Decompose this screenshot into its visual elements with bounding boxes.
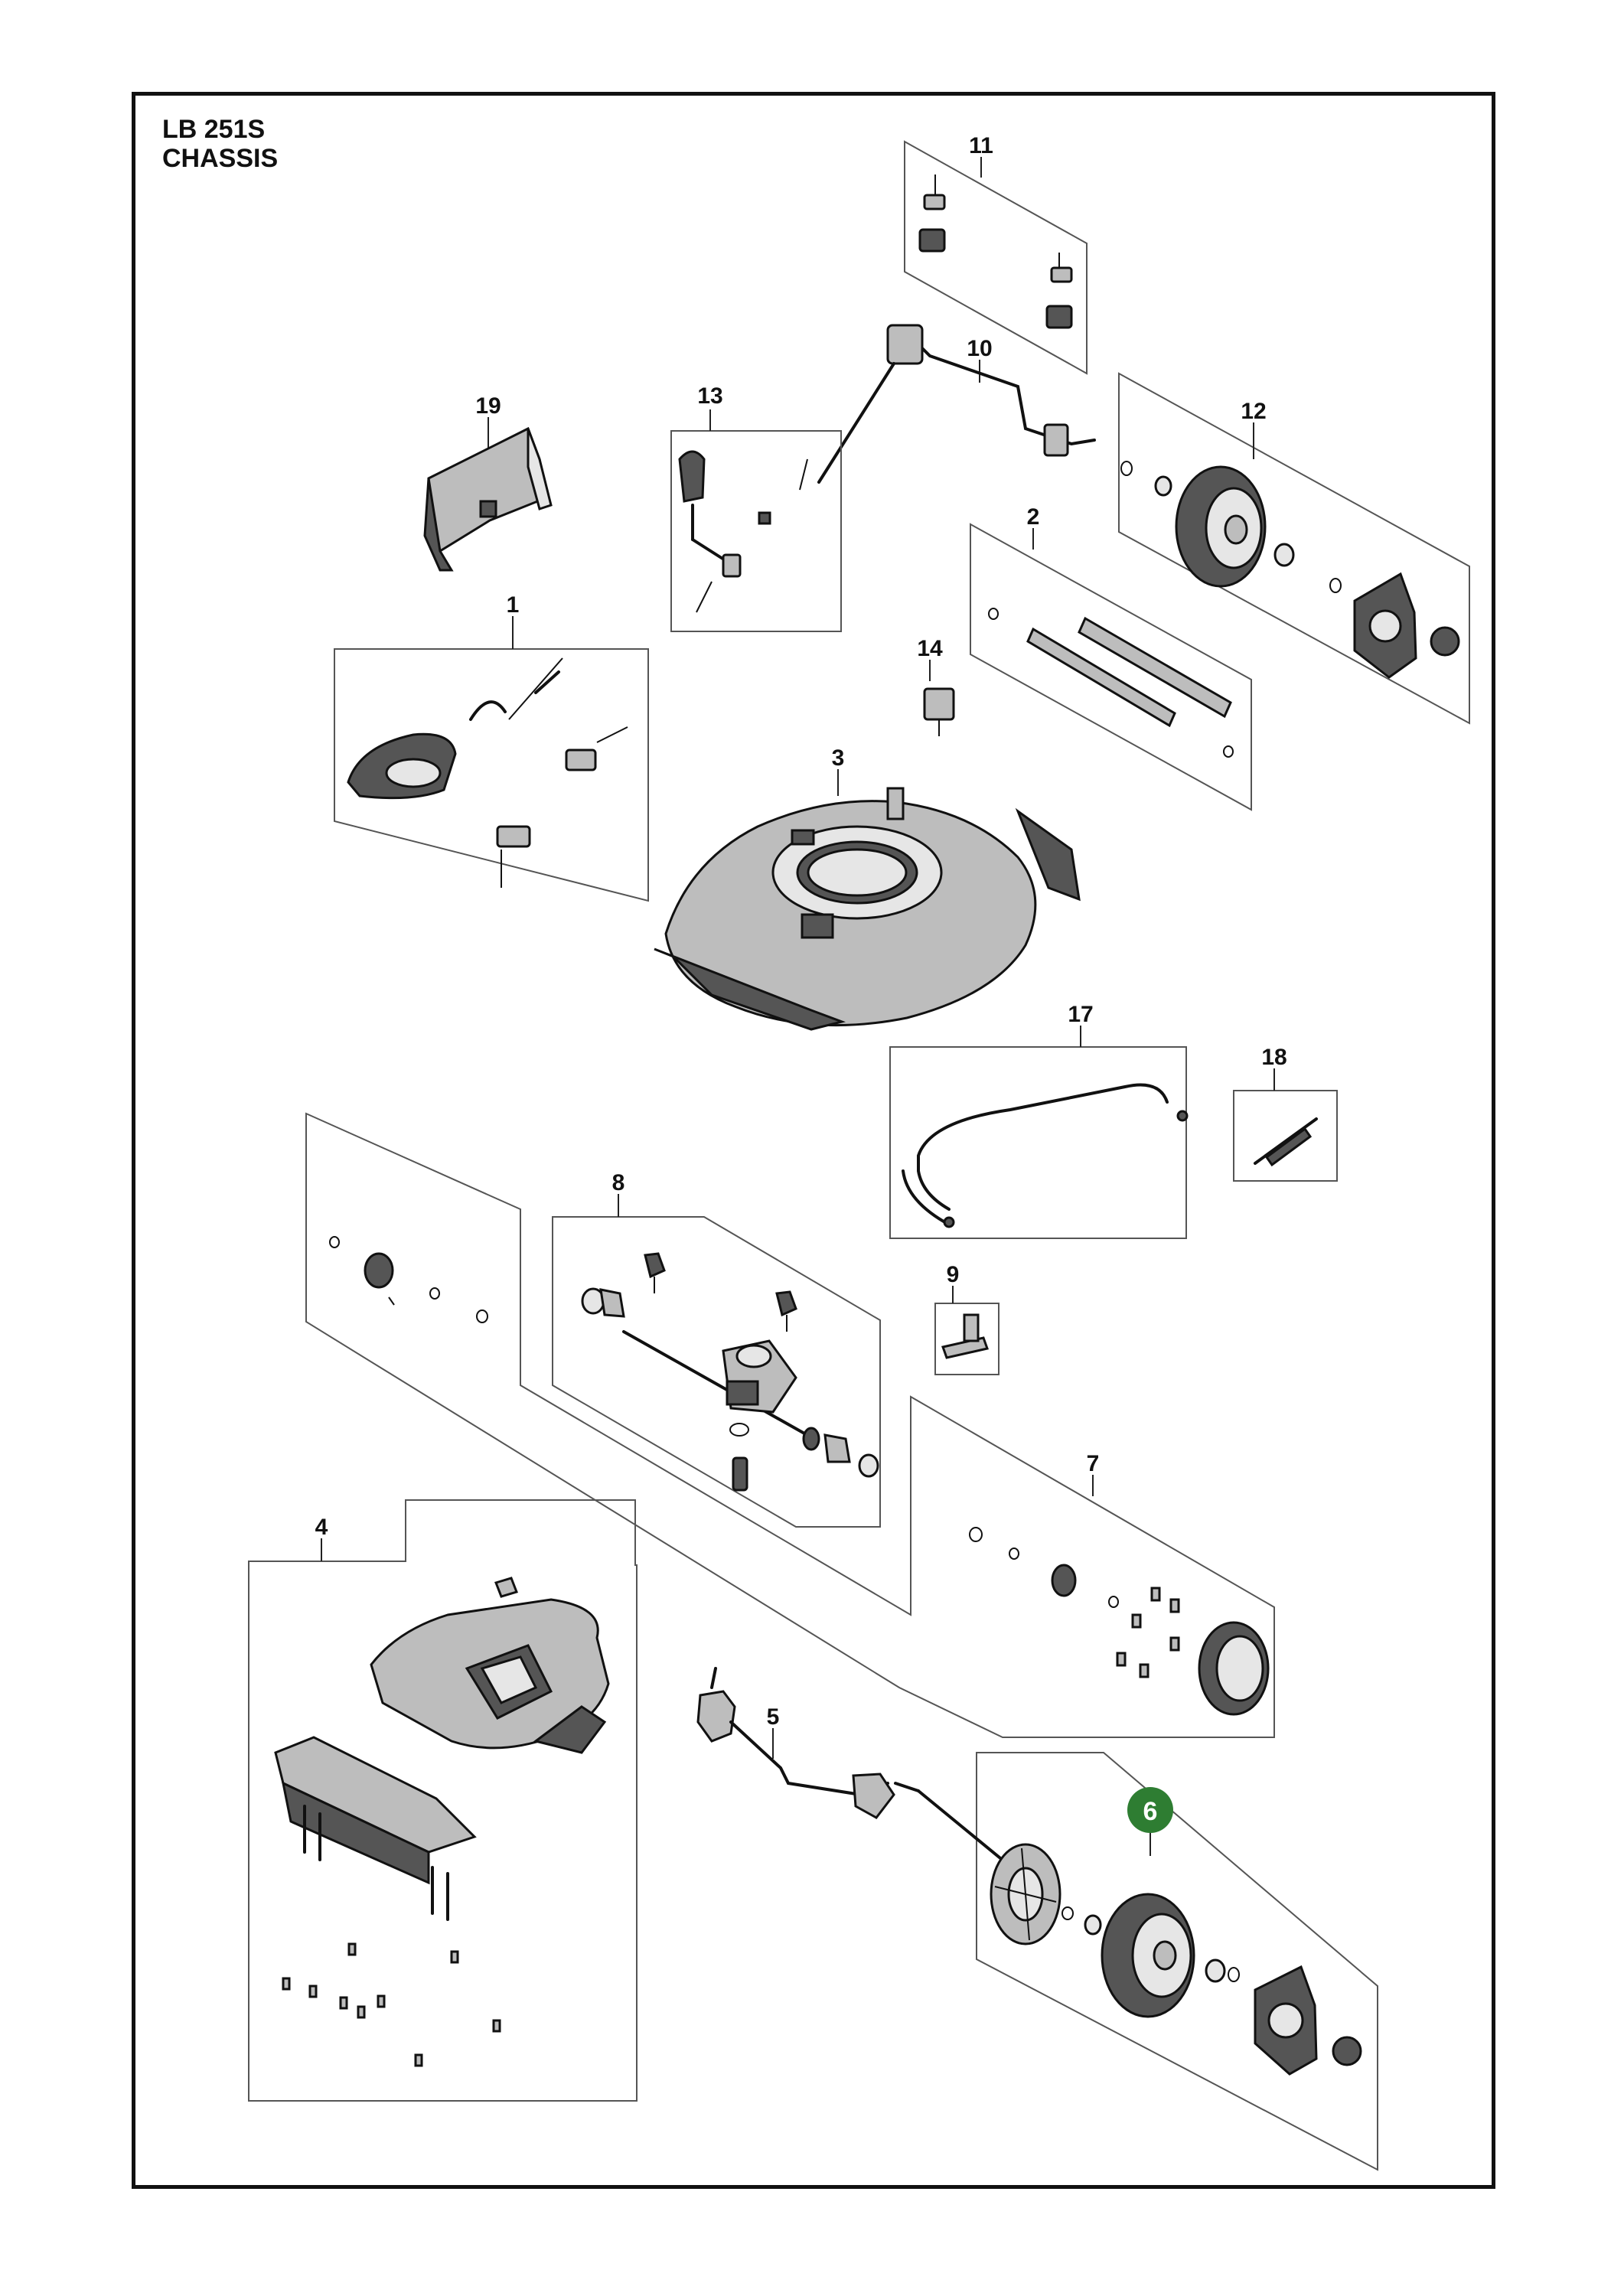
callout-17[interactable]: 17 <box>1068 1002 1093 1027</box>
part-group-14[interactable] <box>923 660 955 736</box>
part-group-2[interactable] <box>970 523 1252 811</box>
callout-14[interactable]: 14 <box>917 636 943 661</box>
part-group-9[interactable] <box>934 1286 1000 1375</box>
callout-5[interactable]: 5 <box>767 1704 780 1730</box>
part-group-6[interactable] <box>917 1752 1378 2171</box>
part-group-17[interactable] <box>889 1026 1189 1239</box>
callout-9[interactable]: 9 <box>947 1262 960 1287</box>
callout-10[interactable]: 10 <box>967 336 992 361</box>
part-group-1[interactable] <box>334 616 649 902</box>
model-title: LB 251S <box>162 115 266 144</box>
section-title: CHASSIS <box>162 144 279 173</box>
callout-4[interactable]: 4 <box>315 1515 328 1540</box>
callout-12[interactable]: 12 <box>1241 399 1266 424</box>
part-group-10[interactable] <box>817 324 1096 484</box>
part-group-5[interactable] <box>696 1667 920 1819</box>
callout-11[interactable]: 11 <box>969 133 993 158</box>
callout-13[interactable]: 13 <box>697 383 722 409</box>
part-group-13[interactable] <box>670 409 842 632</box>
callout-8[interactable]: 8 <box>612 1170 625 1195</box>
part-group-4[interactable] <box>248 1499 638 2102</box>
callout-labels: 11 10 12 19 13 2 14 1 3 17 18 8 9 7 4 5 … <box>315 133 1287 1833</box>
callout-18[interactable]: 18 <box>1261 1045 1286 1070</box>
part-group-11[interactable] <box>904 140 1088 375</box>
callout-2[interactable]: 2 <box>1027 504 1040 530</box>
callout-1[interactable]: 1 <box>507 592 520 618</box>
part-group-8[interactable] <box>552 1194 881 1528</box>
callout-3[interactable]: 3 <box>832 745 845 771</box>
part-group-19[interactable] <box>423 417 553 572</box>
callout-19[interactable]: 19 <box>475 393 501 419</box>
part-group-12[interactable] <box>1118 372 1470 725</box>
diagram-frame <box>132 92 1495 2189</box>
callout-7[interactable]: 7 <box>1087 1451 1100 1476</box>
part-group-18[interactable] <box>1233 1068 1338 1182</box>
part-group-7[interactable] <box>305 1112 1275 1738</box>
callout-6-highlighted[interactable]: 6 <box>1143 1797 1158 1826</box>
highlight-badge[interactable] <box>1127 1787 1173 1833</box>
part-group-3[interactable] <box>654 769 1081 1031</box>
